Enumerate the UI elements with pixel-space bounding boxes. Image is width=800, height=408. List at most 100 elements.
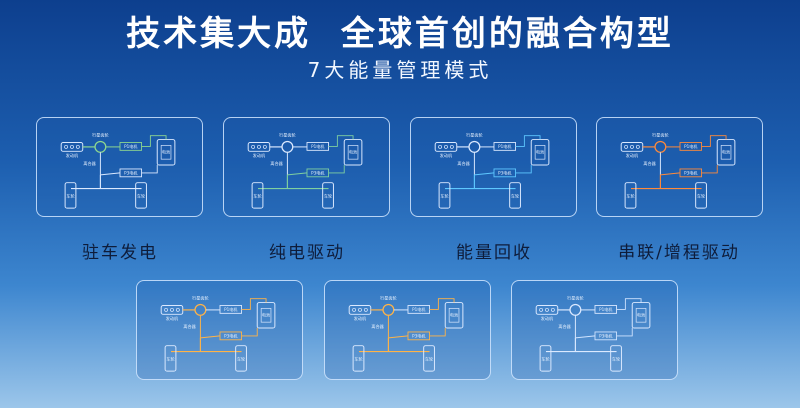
wheel-label: 车轮 xyxy=(425,355,433,361)
powertrain-diagram: 发动机行星齿轮P1电机电池离合器P3电机车轮车轮 xyxy=(60,132,176,209)
gear-label: 行星齿轮 xyxy=(567,295,583,301)
mode-label-series-drive: 串联/增程驱动 xyxy=(618,243,740,263)
planetary-gear-icon xyxy=(654,140,667,153)
battery-label: 电池 xyxy=(722,148,730,154)
planetary-gear-icon xyxy=(468,140,481,153)
wheel-label: 车轮 xyxy=(612,355,620,361)
cylinder-icon xyxy=(444,144,448,149)
p3-link xyxy=(200,335,221,339)
p1-battery-line xyxy=(241,298,267,310)
p3-link xyxy=(474,172,495,176)
engine-label: 发动机 xyxy=(66,152,79,158)
cylinder-icon xyxy=(64,144,69,149)
powertrain-diagram: 发动机行星齿轮P1电机电池离合器P3电机车轮车轮 xyxy=(620,132,736,209)
page-subtitle: 7大能量管理模式 xyxy=(307,58,493,82)
wheel-label: 车轮 xyxy=(626,192,634,198)
p1-battery-line xyxy=(328,135,354,147)
p1-motor-box xyxy=(679,142,702,151)
clutch-label: 离合器 xyxy=(371,323,383,329)
battery-label: 电池 xyxy=(262,311,270,317)
engine-label: 发动机 xyxy=(440,152,453,158)
cylinder-icon xyxy=(635,144,640,149)
p3-link xyxy=(287,172,308,176)
battery-label: 电池 xyxy=(162,148,170,154)
engine-label: 发动机 xyxy=(166,315,179,321)
p1-motor-label: P1电机 xyxy=(224,306,238,312)
cylinder-icon xyxy=(550,307,555,312)
cylinder-icon xyxy=(70,144,74,149)
cylinder-icon xyxy=(257,144,261,149)
p3-motor-label: P3电机 xyxy=(224,332,238,338)
powertrain-diagram: 发动机行星齿轮P1电机电池离合器P3电机车轮车轮 xyxy=(535,295,651,372)
cylinder-icon xyxy=(175,307,180,312)
clutch-label: 离合器 xyxy=(643,160,655,166)
planetary-gear-icon xyxy=(382,303,395,316)
p1-motor-box xyxy=(306,142,329,151)
clutch-label: 离合器 xyxy=(183,323,195,329)
p3-battery-line xyxy=(429,328,446,337)
p3-motor-label: P3电机 xyxy=(412,332,426,338)
wheel-label: 车轮 xyxy=(511,192,519,198)
wheel-label: 车轮 xyxy=(541,355,549,361)
right-wheel xyxy=(322,182,334,209)
wheel-label: 车轮 xyxy=(66,192,74,198)
gear-label: 行星齿轮 xyxy=(466,132,482,138)
p3-link xyxy=(388,335,409,339)
right-wheel xyxy=(235,345,247,372)
p1-motor-label: P1电机 xyxy=(412,306,426,312)
gear-label: 行星齿轮 xyxy=(279,132,295,138)
p3-link xyxy=(100,172,121,176)
wheel-label: 车轮 xyxy=(697,192,705,198)
mode-label-ev-drive: 纯电驱动 xyxy=(269,243,345,263)
powertrain-diagram: 发动机行星齿轮P1电机电池离合器P3电机车轮车轮 xyxy=(160,295,276,372)
cylinder-icon xyxy=(75,144,80,149)
right-wheel xyxy=(610,345,622,372)
battery-cell xyxy=(260,308,272,323)
left-wheel xyxy=(438,182,451,209)
left-wheel xyxy=(64,182,77,209)
p3-motor-label: P3电机 xyxy=(599,332,613,338)
cylinder-icon xyxy=(363,307,368,312)
p3-motor-label: P3电机 xyxy=(124,169,138,175)
p1-motor-label: P1电机 xyxy=(311,143,325,149)
wheel-label: 车轮 xyxy=(166,355,174,361)
p1-motor-label: P1电机 xyxy=(599,306,613,312)
cylinder-icon xyxy=(170,307,174,312)
p1-battery-line xyxy=(616,298,642,310)
powertrain-diagram: 发动机行星齿轮P1电机电池离合器P3电机车轮车轮 xyxy=(348,295,464,372)
mode-label-parking-charge: 驻车发电 xyxy=(82,243,158,263)
p3-motor-label: P3电机 xyxy=(311,169,325,175)
battery-cell xyxy=(448,308,460,323)
p3-motor-label: P3电机 xyxy=(498,169,512,175)
battery-label: 电池 xyxy=(637,311,645,317)
battery-cell xyxy=(720,145,732,160)
left-wheel xyxy=(624,182,637,209)
p1-motor-label: P1电机 xyxy=(498,143,512,149)
powertrain-diagram: 发动机行星齿轮P1电机电池离合器P3电机车轮车轮 xyxy=(434,132,550,209)
left-wheel xyxy=(539,345,552,372)
left-wheel xyxy=(251,182,264,209)
right-wheel xyxy=(423,345,435,372)
p3-motor-label: P3电机 xyxy=(684,169,698,175)
cylinder-icon xyxy=(164,307,169,312)
wheel-label: 车轮 xyxy=(137,192,145,198)
p1-battery-line xyxy=(701,135,727,147)
cylinder-icon xyxy=(352,307,357,312)
planetary-gear-icon xyxy=(94,140,107,153)
page-title: 技术集大成 全球首创的融合构型 xyxy=(126,14,674,54)
p3-battery-line xyxy=(241,328,258,337)
left-wheel xyxy=(352,345,365,372)
gear-label: 行星齿轮 xyxy=(92,132,108,138)
battery-cell xyxy=(534,145,546,160)
gear-label: 行星齿轮 xyxy=(192,295,208,301)
cylinder-icon xyxy=(358,307,362,312)
right-wheel xyxy=(695,182,707,209)
p3-battery-line xyxy=(141,165,158,174)
engine-label: 发动机 xyxy=(354,315,367,321)
cylinder-icon xyxy=(630,144,634,149)
